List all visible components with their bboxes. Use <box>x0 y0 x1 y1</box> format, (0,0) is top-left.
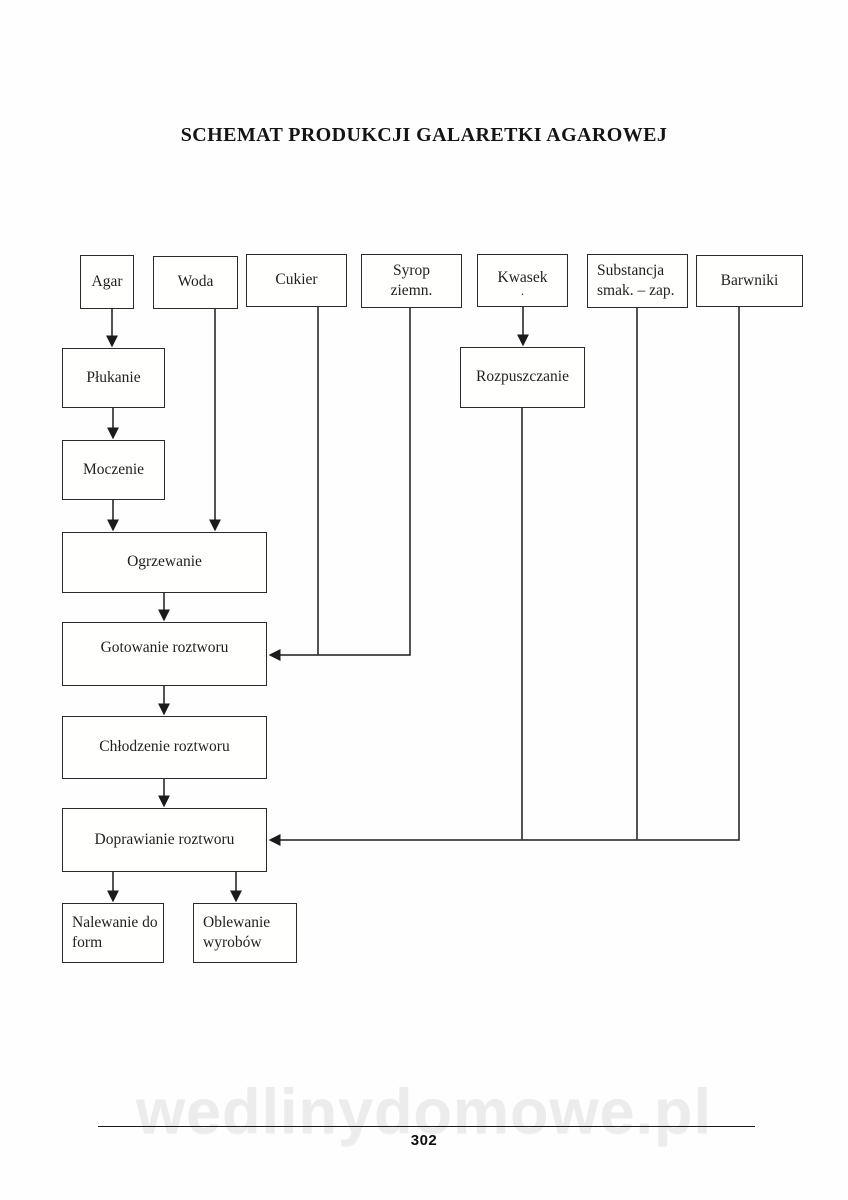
node-plukanie: Płukanie <box>62 348 165 408</box>
node-agar: Agar <box>80 255 134 309</box>
node-syrop-ziemn-label: Syrop ziemn. <box>390 261 433 299</box>
node-moczenie: Moczenie <box>62 440 165 500</box>
node-kwasek-label: Kwasek <box>497 268 548 286</box>
footer-rule <box>98 1126 755 1127</box>
node-cukier: Cukier <box>246 254 347 307</box>
node-plukanie-label: Płukanie <box>86 368 141 386</box>
node-kwasek-dot: . <box>520 282 525 298</box>
node-gotowanie-label: Gotowanie roztworu <box>100 638 229 656</box>
node-nalewanie-label: Nalewanie do form <box>72 913 158 951</box>
node-cukier-label: Cukier <box>275 271 318 289</box>
node-oblewanie-wyrobow: Oblewanie wyrobów <box>193 903 297 963</box>
node-rozpuszczanie-label: Rozpuszczanie <box>476 368 569 386</box>
node-gotowanie-roztworu: Gotowanie roztworu <box>62 622 267 686</box>
node-ogrzewanie-label: Ogrzewanie <box>127 553 202 571</box>
flowchart: Agar Woda Cukier Syrop ziemn. Kwasek . S… <box>62 254 803 963</box>
node-ogrzewanie: Ogrzewanie <box>62 532 267 593</box>
node-barwniki: Barwniki <box>696 255 803 307</box>
node-substancja-label: Substancja smak. – zap. <box>597 261 675 299</box>
node-woda: Woda <box>153 256 238 309</box>
node-doprawianie-label: Doprawianie roztworu <box>94 830 235 848</box>
node-woda-label: Woda <box>177 273 214 291</box>
node-syrop-ziemn: Syrop ziemn. <box>361 254 462 308</box>
node-substancja-smak-zap: Substancja smak. – zap. <box>587 254 688 308</box>
node-doprawianie-roztworu: Doprawianie roztworu <box>62 808 267 872</box>
node-nalewanie-do-form: Nalewanie do form <box>62 903 164 963</box>
flow-connectors <box>106 307 740 903</box>
node-barwniki-label: Barwniki <box>720 271 779 289</box>
page-title: SCHEMAT PRODUKCJI GALARETKI AGAROWEJ <box>180 124 668 146</box>
node-chlodzenie-label: Chłodzenie roztworu <box>99 738 230 756</box>
node-oblewanie-label: Oblewanie wyrobów <box>203 913 271 951</box>
node-rozpuszczanie: Rozpuszczanie <box>460 347 585 408</box>
node-kwasek: Kwasek . <box>477 254 568 307</box>
node-moczenie-label: Moczenie <box>82 460 145 478</box>
edge-syrop-gotowanie <box>268 308 411 661</box>
edge-barwniki-doprawianie <box>268 307 740 846</box>
node-chlodzenie-roztworu: Chłodzenie roztworu <box>62 716 267 779</box>
page-number: 302 <box>410 1132 438 1149</box>
watermark: wedlinydomowe.pl <box>135 1077 713 1147</box>
node-agar-label: Agar <box>91 272 123 290</box>
